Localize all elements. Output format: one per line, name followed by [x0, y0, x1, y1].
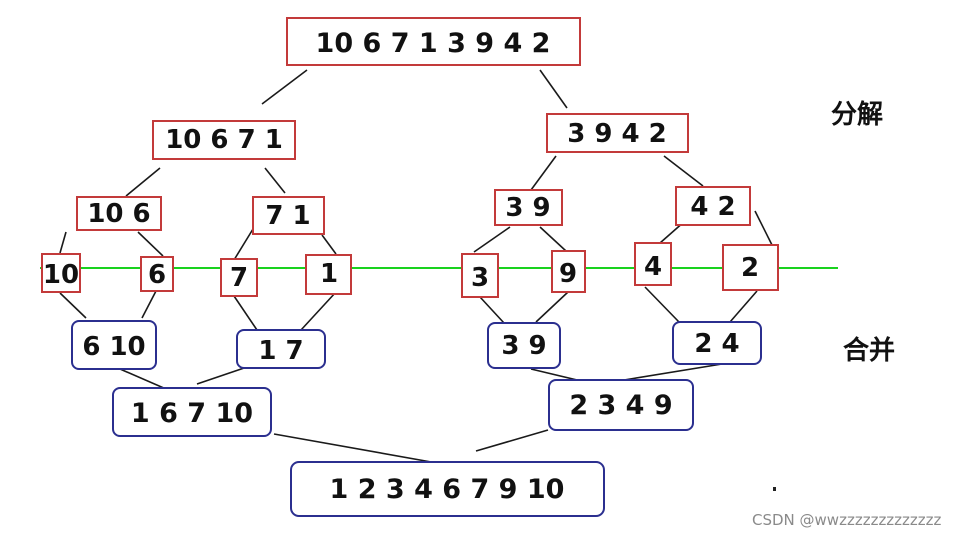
split-rl-label: 3 9 — [505, 193, 550, 223]
edge — [233, 228, 254, 261]
merge-pair-node: 1 7 — [236, 329, 326, 369]
leaf-label: 10 — [43, 260, 79, 290]
edge — [473, 226, 511, 253]
watermark-text: CSDN @wwzzzzzzzzzzzzz — [752, 511, 942, 529]
merge-pair-label: 2 4 — [694, 329, 739, 359]
edge — [321, 234, 337, 255]
split-lr-node: 7 1 — [252, 196, 325, 235]
merge-pair-label: 6 10 — [82, 332, 145, 362]
leaf-label: 6 — [148, 260, 166, 290]
split-phase-label: 分解 — [831, 100, 883, 130]
leaf-node: 9 — [551, 250, 586, 293]
split-rl-node: 3 9 — [494, 189, 563, 226]
edge — [233, 295, 258, 331]
edge — [261, 69, 308, 105]
split-rr-label: 4 2 — [690, 192, 735, 222]
merge-result-label: 1 2 3 4 6 7 9 10 — [330, 474, 565, 505]
leaf-node: 2 — [722, 244, 779, 291]
edge — [273, 433, 449, 466]
edge — [59, 292, 87, 319]
leaf-label: 9 — [559, 259, 577, 289]
split-right-label: 3 9 4 2 — [567, 119, 667, 149]
merge-pair-label: 1 7 — [258, 336, 303, 366]
merge-tree: 6 10 1 7 3 9 2 4 1 6 7 10 2 3 4 9 1 2 3 … — [71, 320, 762, 517]
edge — [300, 291, 337, 331]
edge — [729, 290, 758, 323]
leaf-node: 3 — [461, 253, 499, 298]
edge — [125, 167, 161, 197]
leaf-label: 3 — [471, 263, 489, 293]
edge — [141, 290, 157, 319]
split-left-node: 10 6 7 1 — [152, 120, 296, 160]
split-left-label: 10 6 7 1 — [165, 125, 283, 155]
edge — [535, 291, 569, 323]
merge-pair-node: 6 10 — [71, 320, 157, 370]
split-lr-label: 7 1 — [265, 201, 310, 231]
merge-phase-label: 合并 — [843, 335, 895, 366]
split-root-node: 10 6 7 1 3 9 4 2 — [286, 17, 581, 66]
leaf-node: 10 — [41, 253, 81, 293]
edge — [617, 363, 723, 382]
merge-half-node: 2 3 4 9 — [548, 379, 694, 431]
leaf-label: 7 — [230, 263, 248, 293]
merge-result-node: 1 2 3 4 6 7 9 10 — [290, 461, 605, 517]
edge — [754, 210, 773, 246]
edge — [196, 365, 251, 385]
merge-half-label: 2 3 4 9 — [569, 390, 672, 421]
edge — [59, 231, 67, 254]
stray-dot — [773, 487, 776, 491]
edge — [530, 155, 557, 191]
split-right-node: 3 9 4 2 — [546, 113, 689, 153]
split-root-label: 10 6 7 1 3 9 4 2 — [316, 28, 551, 59]
split-ll-label: 10 6 — [87, 199, 150, 229]
leaf-node: 4 — [634, 242, 672, 286]
leaf-label: 4 — [644, 252, 662, 282]
merge-half-label: 1 6 7 10 — [131, 398, 253, 429]
split-rr-node: 4 2 — [675, 186, 751, 226]
split-ll-node: 10 6 — [76, 196, 162, 231]
edge — [644, 286, 680, 323]
leaf-node: 1 — [305, 254, 352, 295]
edge — [663, 155, 704, 187]
leaf-node: 7 — [220, 258, 258, 297]
merge-pair-node: 2 4 — [672, 321, 762, 365]
leaf-label: 1 — [320, 259, 338, 289]
edge — [475, 429, 549, 452]
merge-half-node: 1 6 7 10 — [112, 387, 272, 437]
leaf-node: 6 — [140, 256, 174, 292]
edge — [264, 167, 286, 194]
merge-pair-label: 3 9 — [501, 331, 546, 361]
edge — [137, 231, 164, 257]
edge — [539, 69, 568, 109]
leaf-label: 2 — [741, 253, 759, 283]
merge-pair-node: 3 9 — [487, 322, 561, 369]
edge — [479, 296, 505, 324]
split-tree: 10 6 7 1 3 9 4 2 10 6 7 1 3 9 4 2 10 6 7… — [41, 17, 779, 298]
edge — [539, 226, 567, 252]
